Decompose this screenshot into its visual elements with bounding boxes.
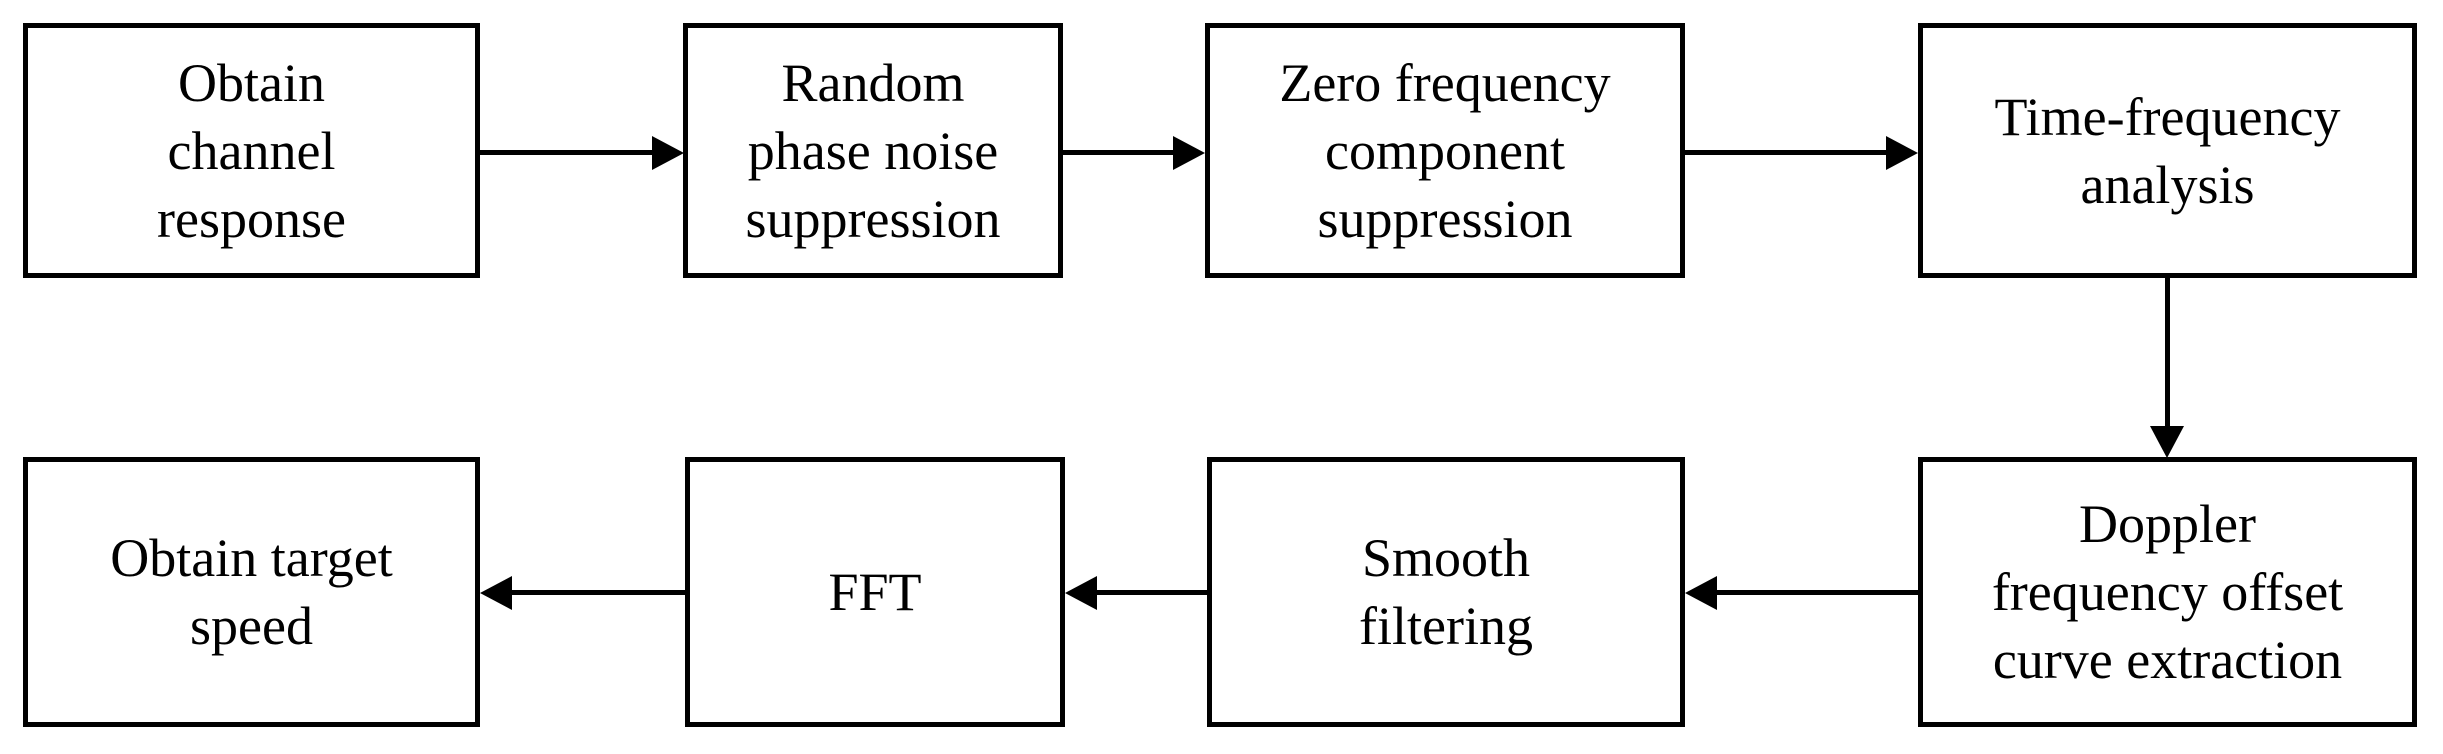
step-label-line: component: [1325, 120, 1565, 181]
step-label-line: Doppler: [2079, 494, 2256, 554]
arrowhead-left-icon: [1065, 576, 1097, 610]
step-doppler-frequency-offset-curve-extraction: Doppler frequency offset curve extractio…: [1918, 457, 2417, 727]
arrow-line: [1095, 590, 1207, 595]
step-time-frequency-analysis: Time-frequency analysis: [1918, 23, 2417, 278]
arrowhead-right-icon: [1173, 136, 1205, 170]
arrow-line: [480, 150, 656, 155]
step-label-line: suppression: [1317, 188, 1573, 249]
arrow-line: [1063, 150, 1175, 155]
step-label-line: curve extraction: [1992, 630, 2343, 690]
step-label-line: phase noise: [747, 120, 999, 181]
step-zero-frequency-component-suppression: Zero frequency component suppression: [1205, 23, 1685, 278]
arrowhead-right-icon: [652, 136, 684, 170]
step-label-line: Time-frequency: [1994, 86, 2341, 147]
step-obtain-target-speed: Obtain target speed: [23, 457, 480, 727]
arrow-line: [1715, 590, 1918, 595]
step-label-line: Random: [781, 52, 965, 113]
arrow-line: [510, 590, 685, 595]
step-label-line: speed: [190, 596, 313, 656]
step-label-line: filtering: [1359, 596, 1533, 656]
step-label-line: channel: [167, 120, 336, 181]
step-label-line: frequency offset: [1991, 562, 2344, 622]
step-smooth-filtering: Smooth filtering: [1207, 457, 1685, 727]
step-random-phase-noise-suppression: Random phase noise suppression: [683, 23, 1063, 278]
step-obtain-channel-response: Obtain channel response: [23, 23, 480, 278]
step-label-line: Obtain target: [110, 528, 393, 588]
step-fft: FFT: [685, 457, 1065, 727]
step-label-line: analysis: [2080, 154, 2255, 215]
step-label-line: Smooth: [1361, 528, 1531, 588]
step-label-line: response: [157, 188, 346, 249]
step-label-line: FFT: [828, 562, 922, 622]
arrowhead-down-icon: [2150, 426, 2184, 458]
arrow-line: [1685, 150, 1888, 155]
arrowhead-left-icon: [480, 576, 512, 610]
step-label-line: suppression: [745, 188, 1001, 249]
step-label-line: Obtain: [178, 52, 325, 113]
arrowhead-left-icon: [1685, 576, 1717, 610]
step-label-line: Zero frequency: [1279, 52, 1611, 113]
arrow-line: [2165, 278, 2170, 428]
arrowhead-right-icon: [1886, 136, 1918, 170]
